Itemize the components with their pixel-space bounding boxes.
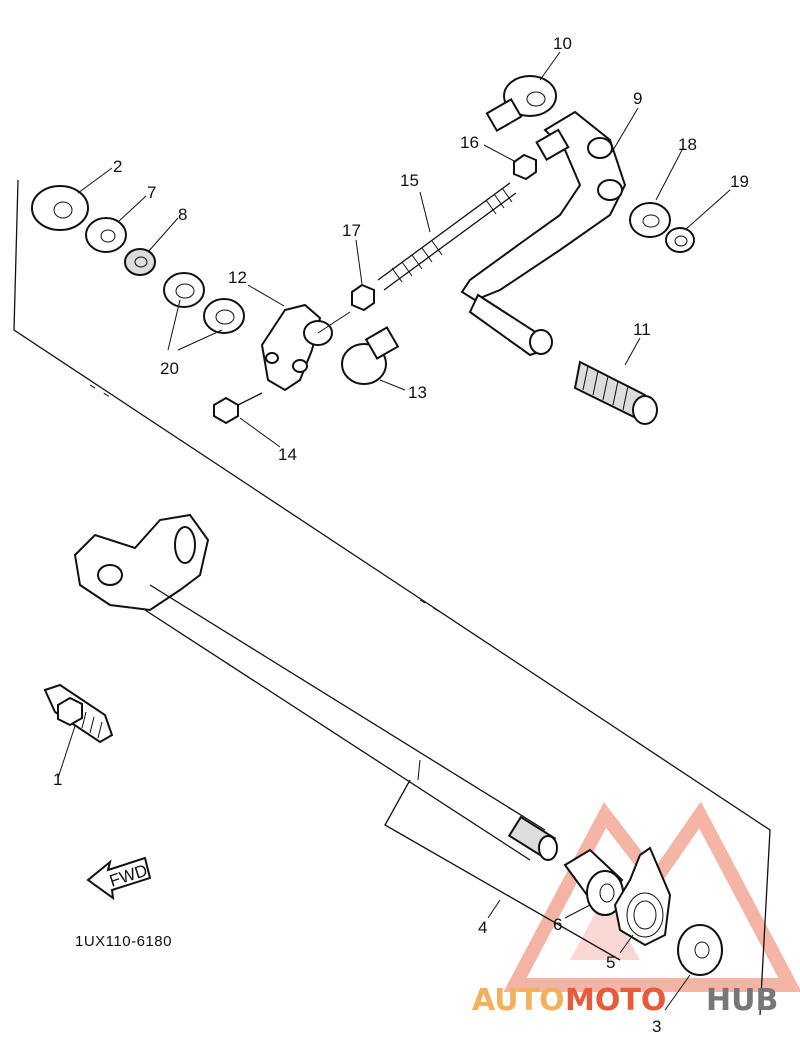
callout-6: 6 <box>553 915 562 934</box>
callout-4: 4 <box>478 918 487 937</box>
callout-15: 15 <box>400 171 419 190</box>
forward-direction-arrow: FWD <box>86 856 152 901</box>
callout-13: 13 <box>408 383 427 402</box>
callout-3: 3 <box>652 1017 661 1036</box>
part-18-washer <box>629 202 671 238</box>
part-11-pedal-rubber <box>573 360 658 425</box>
part-17-nut <box>351 283 375 312</box>
callout-8: 8 <box>178 205 187 224</box>
assembly-boundary-lines <box>13 179 771 1016</box>
part-10-rod-end <box>485 75 557 133</box>
watermark-triangle-logo <box>503 801 800 992</box>
part-8-circlip <box>124 248 156 276</box>
part-1-stud-bolt <box>43 683 114 744</box>
part-3-washer <box>677 924 723 976</box>
callout-18: 18 <box>678 135 697 154</box>
callout-20: 20 <box>160 359 179 378</box>
part-19-circlip <box>665 227 695 253</box>
callout-19: 19 <box>730 172 749 191</box>
callout-7: 7 <box>147 183 156 202</box>
callout-16: 16 <box>460 133 479 152</box>
part-14-bolt <box>213 392 263 425</box>
callout-12: 12 <box>228 268 247 287</box>
part-15-shift-rod <box>377 182 517 291</box>
callout-10: 10 <box>553 34 572 53</box>
callout-1: 1 <box>53 770 62 789</box>
part-20-oil-seals <box>163 272 245 334</box>
part-13-joint <box>341 326 400 385</box>
callout-5: 5 <box>606 953 615 972</box>
part-7-washer <box>85 217 127 253</box>
fwd-label: FWD <box>107 861 150 891</box>
part-16-nut <box>513 153 537 181</box>
callout-numbers: 1 2 3 4 5 6 7 8 9 10 11 12 13 14 15 16 1… <box>53 34 749 1036</box>
callout-11: 11 <box>633 320 651 339</box>
watermark-hub: HUB <box>706 983 778 1018</box>
part-2-washer <box>31 185 89 231</box>
watermark-moto: MOTO <box>565 983 666 1018</box>
callout-17: 17 <box>342 221 361 240</box>
part-9-shift-pedal <box>460 110 627 357</box>
part-5-return-spring <box>613 846 672 947</box>
callout-2: 2 <box>113 157 122 176</box>
part-6-collar <box>563 848 624 916</box>
part-code-label: 1UX110-6180 <box>75 933 172 950</box>
watermark-logo-text: AUTO MOTO HUB <box>472 983 778 1018</box>
callout-leader-lines <box>57 51 731 1011</box>
callout-9: 9 <box>633 89 642 108</box>
part-4-shift-shaft <box>73 513 558 861</box>
watermark-auto: AUTO <box>472 983 565 1018</box>
part-12-shift-arm <box>260 303 351 392</box>
callout-14: 14 <box>278 445 297 464</box>
